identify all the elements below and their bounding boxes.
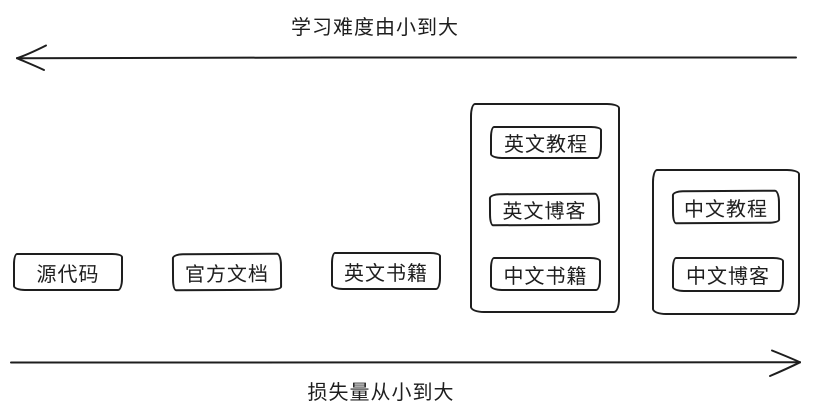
node-chinese-books-label: 中文书籍 [503,265,588,288]
node-source-code-label: 源代码 [36,263,100,286]
group-english-resources[interactable]: 英文教程 英文博客 中文书籍 [470,103,620,313]
difficulty-arrow-left-icon [16,44,797,71]
node-english-blogs-label: 英文博客 [502,200,587,224]
group-chinese-resources[interactable]: 中文教程 中文博客 [652,169,800,315]
node-english-books-label: 英文书籍 [344,262,428,285]
loss-axis-label: 损失量从小到大 [307,382,455,404]
difficulty-axis-label: 学习难度由小到大 [291,17,459,39]
node-english-books[interactable]: 英文书籍 [331,252,441,290]
node-chinese-tutorials-label: 中文教程 [683,198,769,221]
node-english-blogs[interactable]: 英文博客 [488,192,601,227]
node-official-docs[interactable]: 官方文档 [171,252,283,292]
node-source-code[interactable]: 源代码 [13,253,123,291]
node-chinese-blogs[interactable]: 中文博客 [672,257,784,292]
loss-arrow-right-icon [10,349,801,377]
node-english-tutorials[interactable]: 英文教程 [490,126,602,159]
node-chinese-books[interactable]: 中文书籍 [490,257,601,291]
node-chinese-blogs-label: 中文博客 [686,266,770,288]
node-official-docs-label: 官方文档 [184,263,270,286]
node-chinese-tutorials[interactable]: 中文教程 [671,189,781,225]
node-english-tutorials-label: 英文教程 [504,134,588,156]
